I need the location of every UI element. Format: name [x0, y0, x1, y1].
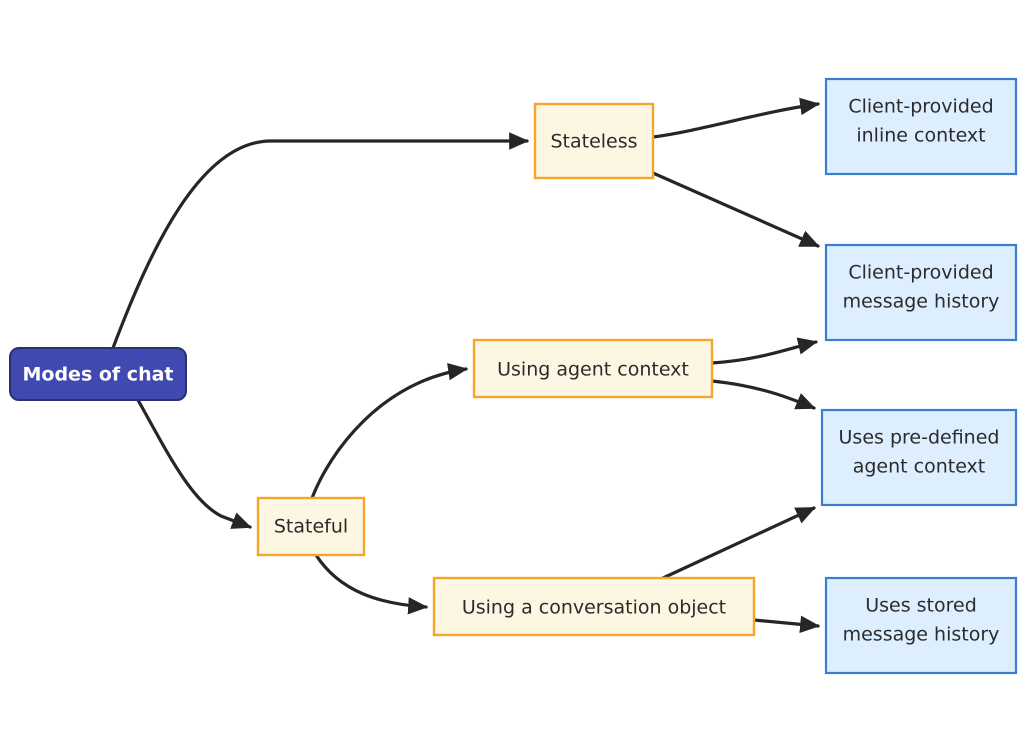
node-inline-context-label-line2: inline context: [856, 125, 985, 147]
edge-stateless-to-message-history: [651, 171, 820, 248]
node-message-history-label-line1: Client-provided: [848, 262, 993, 284]
node-stateless-label: Stateless: [550, 131, 637, 153]
node-stored-message-history-label-line1: Uses stored: [865, 595, 977, 617]
node-inline-context-shape[interactable]: [824, 77, 1018, 176]
node-message-history-label-line2: message history: [843, 291, 1000, 313]
node-stateful-shape[interactable]: [256, 496, 366, 557]
edge-agent-context-to-predefined-context: [710, 379, 816, 410]
node-agent-context-shape[interactable]: [472, 338, 714, 399]
node-root-shape[interactable]: [9, 347, 187, 401]
node-predefined-agent-context[interactable]: Uses pre-defined agent context: [820, 408, 1018, 507]
node-predefined-agent-context-label-line2: agent context: [853, 456, 986, 478]
edge-stateless-to-inline-context: [651, 97, 820, 139]
edge-conversation-object-to-predefined-context: [661, 506, 816, 580]
node-message-history[interactable]: Client-provided message history: [824, 243, 1018, 342]
node-stored-message-history-shape[interactable]: [824, 576, 1018, 675]
node-conversation-object-shape[interactable]: [432, 576, 756, 637]
node-message-history-shape[interactable]: [824, 243, 1018, 342]
node-inline-context[interactable]: Client-provided inline context: [824, 77, 1018, 176]
edge-root-to-stateful: [136, 398, 252, 529]
node-conversation-object[interactable]: Using a conversation object: [432, 576, 756, 637]
edge-conversation-object-to-stored-history: [752, 615, 820, 634]
edges-layer: [111, 97, 820, 634]
node-stored-message-history-label-line2: message history: [843, 624, 1000, 646]
node-stateless-shape[interactable]: [533, 102, 655, 180]
node-stateful[interactable]: Stateful: [256, 496, 366, 557]
edge-agent-context-to-message-history: [710, 337, 818, 365]
node-stateless[interactable]: Stateless: [533, 102, 655, 180]
node-predefined-agent-context-label-line1: Uses pre-defined: [839, 427, 1000, 449]
node-conversation-object-label: Using a conversation object: [462, 597, 726, 619]
node-predefined-agent-context-shape[interactable]: [820, 408, 1018, 507]
node-root-label: Modes of chat: [23, 364, 174, 386]
node-root[interactable]: Modes of chat: [9, 347, 187, 401]
node-inline-context-label-line1: Client-provided: [848, 96, 993, 118]
edge-stateful-to-conversation-object: [314, 553, 428, 615]
edge-root-to-stateless: [111, 132, 529, 350]
node-stateful-label: Stateful: [274, 516, 348, 538]
node-agent-context[interactable]: Using agent context: [472, 338, 714, 399]
node-agent-context-label: Using agent context: [497, 359, 689, 381]
edge-stateful-to-agent-context: [310, 363, 468, 500]
node-stored-message-history[interactable]: Uses stored message history: [824, 576, 1018, 675]
